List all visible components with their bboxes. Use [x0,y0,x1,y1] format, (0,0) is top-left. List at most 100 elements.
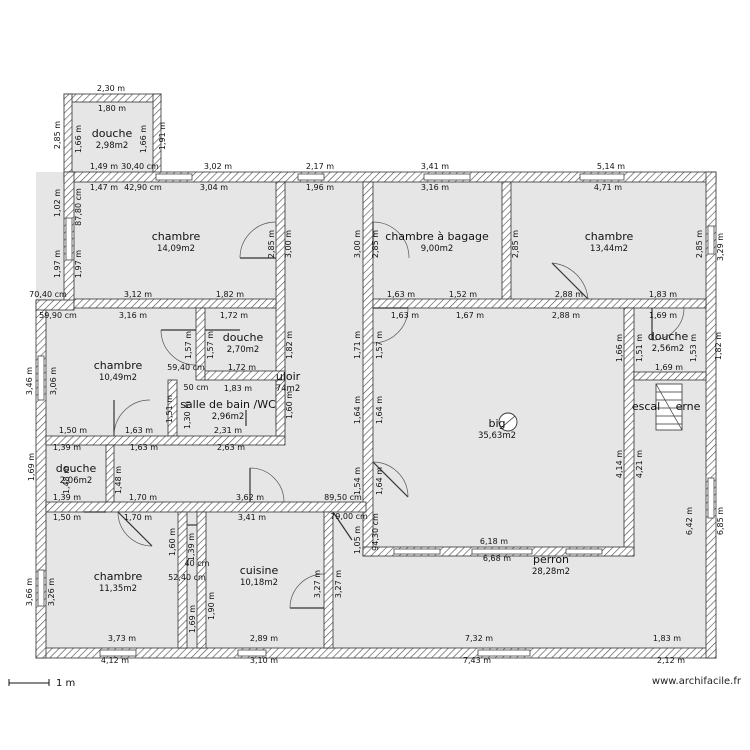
dimension-label: 1,66 m [74,125,83,153]
dimension-label: 3,27 m [334,570,343,598]
windows [37,173,715,657]
dimension-label: 1,96 m [306,183,334,192]
dimension-label: 89,50 cm [324,493,362,502]
dimension-label: 2,12 m [657,656,685,665]
dimension-label: 1,97 m [74,250,83,278]
dimension-label: 1,90 m [207,592,216,620]
dimension-label: 1,49 m [90,162,118,171]
dimension-label: 1,30 m [183,401,192,429]
room-area-label: 2,56m2 [652,344,685,354]
room-name-label: chambre à bagage [385,230,489,243]
dimension-label: 3,10 m [250,656,278,665]
room-name-label: chambre [94,359,143,372]
room-name-label: chambre [94,570,143,583]
room-area-label: 11,35m2 [99,584,137,594]
room-area-label: 74m2 [276,384,301,394]
room-area-label: 9,00m2 [421,244,454,254]
dimension-label: 1,05 m [353,526,362,554]
dimension-label: 5,14 m [597,162,625,171]
room-name-label: cuisine [240,564,279,577]
dimension-label: 59,40 cm [167,363,205,372]
dimension-label: 1,48 m [62,466,71,494]
floor-areas [36,94,716,658]
dimension-label: 3,16 m [119,311,147,320]
dimension-label: 3,26 m [47,578,56,606]
room-area-label: 10,18m2 [240,578,278,588]
dimension-label: 1,63 m [387,290,415,299]
room-name-label: uloir [276,370,301,383]
dimension-label: 1,91 m [158,122,167,150]
dimension-label: 2,85 m [511,230,520,258]
dimension-label: 2,63 m [217,443,245,452]
watermark-text: www.archifacile.fr [652,676,742,687]
dimension-label: 3,16 m [421,183,449,192]
dimension-label: 1,69 m [188,605,197,633]
dimension-label: 1,39 m [53,493,81,502]
dimension-label: 3,66 m [25,578,34,606]
doors [84,221,685,609]
dimension-label: 70,40 cm [29,290,67,299]
dimension-label: 1,53 m [689,334,698,362]
dimension-label: 1,39 m [53,443,81,452]
dimension-label: 1,69 m [655,363,683,372]
dimension-label: 2,85 m [267,230,276,258]
dimension-label: 6,42 m [685,507,694,535]
dimension-label: 79,00 cm [330,512,368,521]
dimension-label: 40 cm [185,559,210,568]
dimension-label: 6,85 m [716,507,725,535]
room-name-label: escal [632,400,660,413]
dimension-label: 2,17 m [306,162,334,171]
dimension-label: 1,64 m [375,396,384,424]
dimension-label: 2,88 m [555,290,583,299]
dimension-label: 1,97 m [53,250,62,278]
scale-label: 1 m [56,678,75,689]
dimension-label: 1,66 m [615,334,624,362]
dimension-label: 1,51 m [165,395,174,423]
dimension-label: 3,00 m [284,230,293,258]
dimension-label: 50 cm [184,383,209,392]
dimension-label: 42,90 cm [124,183,162,192]
dimension-label: 1,72 m [228,363,256,372]
dimension-label: 4,14 m [615,450,624,478]
dimension-label: 94,30 cm [371,513,380,551]
room-area-label: 35,63m2 [478,431,516,441]
dimension-label: 1,69 m [27,453,36,481]
dimension-label: 7,43 m [463,656,491,665]
room-name-label: perron [533,553,569,566]
dimension-label: 1,82 m [285,331,294,359]
scale-bar: 1 m [8,678,75,689]
room-area-label: 2,96m2 [212,412,245,422]
dimension-label: 1,60 m [285,391,294,419]
dimension-label: 2,30 m [97,84,125,93]
dimension-label: 1,57 m [206,331,215,359]
dimension-label: 1,48 m [114,466,123,494]
room-name-label: douche [648,330,689,343]
dimension-label: 1,70 m [129,493,157,502]
room-name-label: big [488,417,505,430]
dimension-label: 1,72 m [220,311,248,320]
room-name-label: chambre [585,230,634,243]
dimension-label: 1,82 m [714,332,723,360]
dimension-label: 1,71 m [353,331,362,359]
dimension-label: 1,50 m [53,513,81,522]
dimension-label: 3,29 m [716,233,725,261]
dimension-label: 1,52 m [449,290,477,299]
room-name-label: chambre [152,230,201,243]
dimension-label: 1,80 m [98,104,126,113]
dimension-label: 3,02 m [204,162,232,171]
dimension-label: 1,60 m [168,528,177,556]
dimension-label: 1,64 m [375,467,384,495]
dimension-label: 2,89 m [250,634,278,643]
dimension-label: 1,64 m [353,396,362,424]
dimension-label: 1,66 m [139,125,148,153]
dimension-label: 3,41 m [238,513,266,522]
dimension-label: 1,63 m [130,443,158,452]
dimension-label: 1,51 m [635,334,644,362]
dimension-label: 52,40 cm [168,573,206,582]
room-name-label: erne [676,400,701,413]
dimension-label: 87,80 cm [74,188,83,226]
dimension-label: 3,46 m [25,367,34,395]
dimension-label: 6,68 m [483,554,511,563]
